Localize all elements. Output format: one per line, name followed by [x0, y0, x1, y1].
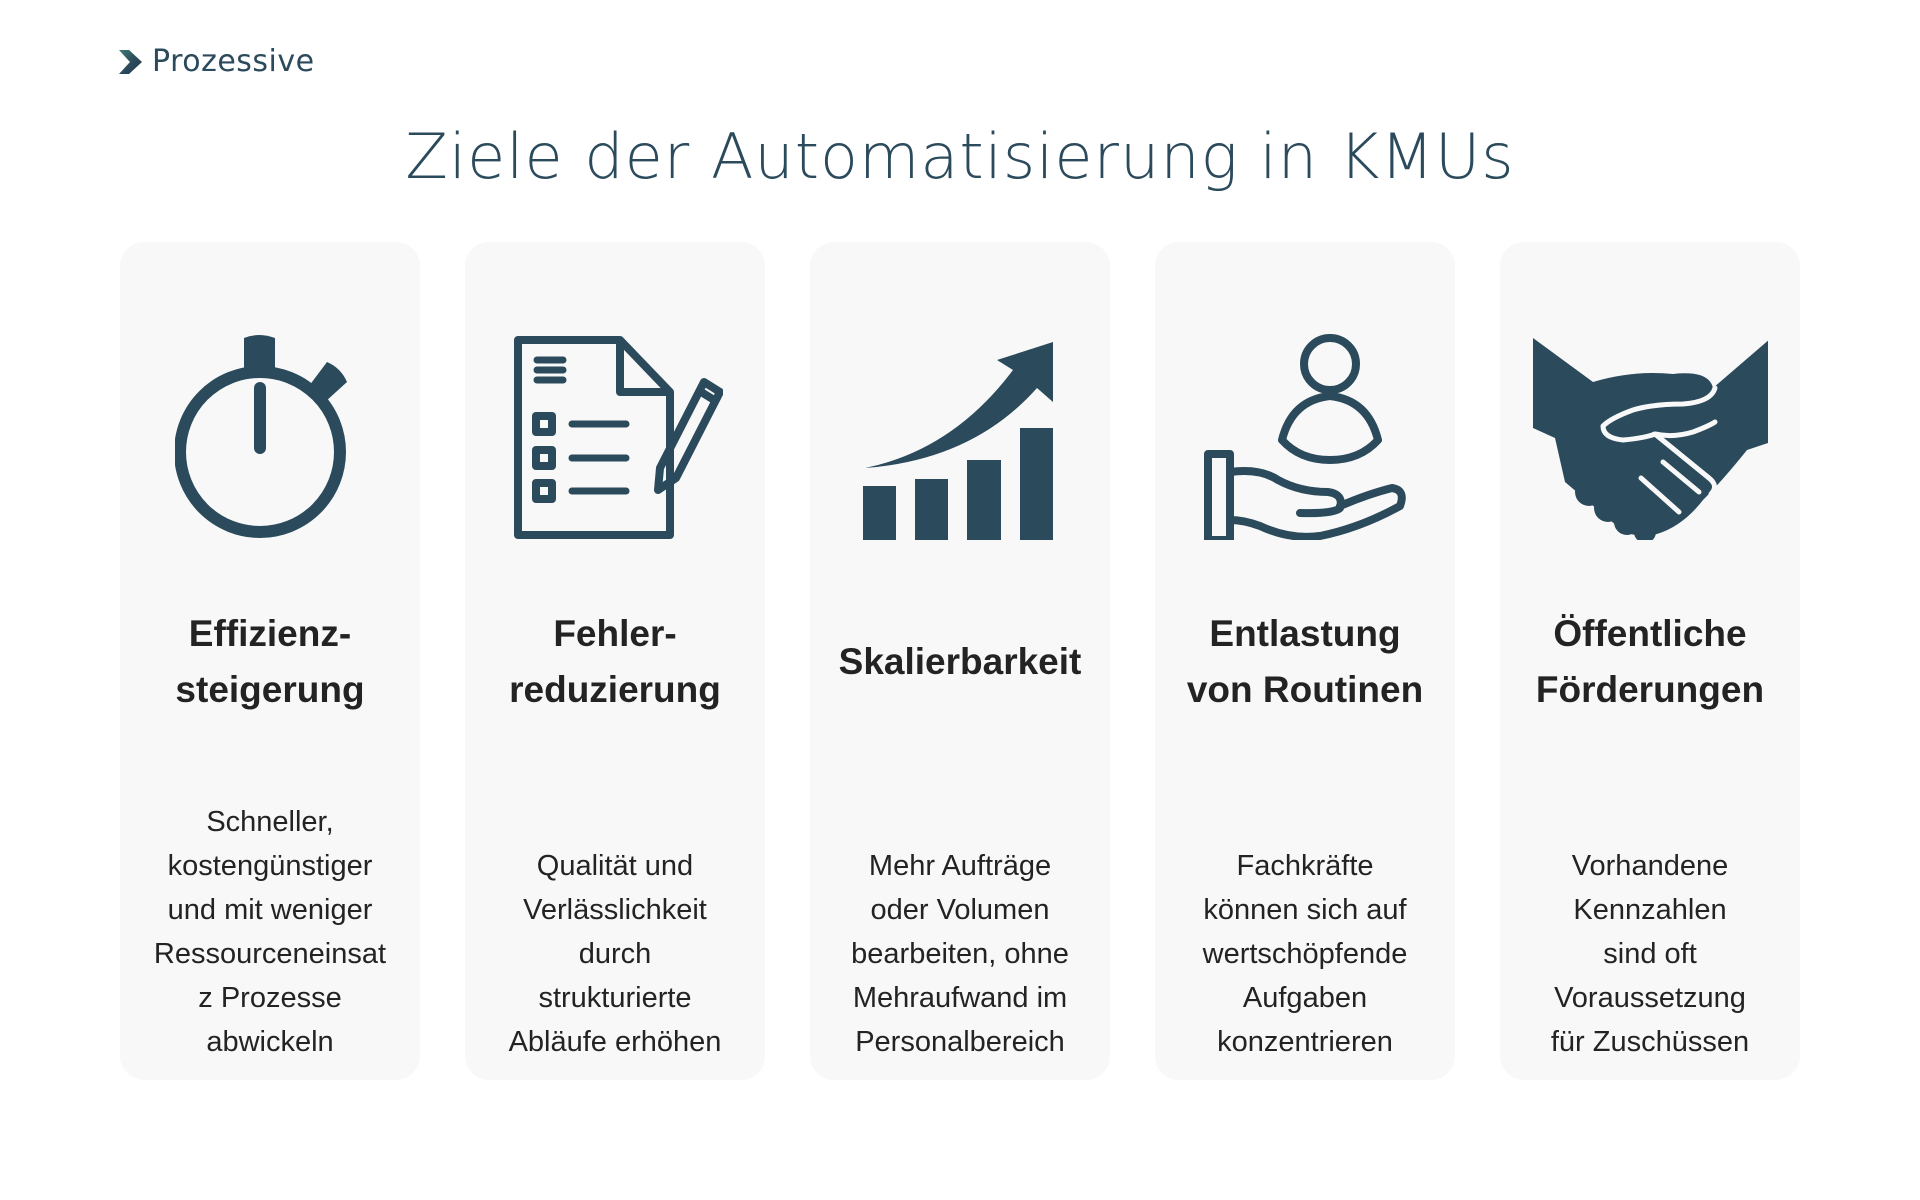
- brand-name: Prozessive: [152, 44, 315, 79]
- goal-card-efficiency: Effizienz- steigerung Schneller, kosteng…: [120, 242, 420, 1080]
- card-heading: Skalierbarkeit: [838, 641, 1082, 682]
- card-description: Schneller, kostengünstiger und mit wenig…: [153, 806, 387, 1058]
- handshake-icon: [1532, 338, 1768, 540]
- checklist-document-pencil-icon: [513, 336, 723, 539]
- chevron-right-logo-icon: [119, 50, 142, 74]
- card-heading: Effizienz- steigerung: [175, 613, 365, 710]
- growth-chart-arrow-icon: [862, 342, 1053, 540]
- card-description: Fachkräfte können sich auf wertschöpfend…: [1202, 850, 1408, 1058]
- stopwatch-icon: [175, 335, 347, 538]
- card-heading: Entlastung von Routinen: [1186, 613, 1424, 710]
- goal-card-public-funding: Öffentliche Förderungen Vorhandene Kennz…: [1500, 242, 1800, 1080]
- card-heading: Öffentliche Förderungen: [1535, 613, 1765, 710]
- card-description: Vorhandene Kennzahlen sind oft Vorausset…: [1550, 850, 1750, 1058]
- card-heading: Fehler- reduzierung: [509, 613, 721, 710]
- goal-card-scalability: Skalierbarkeit Mehr Aufträge oder Volume…: [810, 242, 1110, 1080]
- hand-holding-person-icon: [1204, 334, 1406, 540]
- goal-card-relief-from-routines: Entlastung von Routinen Fachkräfte könne…: [1155, 242, 1455, 1080]
- goal-card-error-reduction: Fehler- reduzierung Qualität und Verläss…: [465, 242, 765, 1080]
- card-description: Mehr Aufträge oder Volumen bearbeiten, o…: [851, 850, 1069, 1058]
- goal-cards: Effizienz- steigerung Schneller, kosteng…: [120, 242, 1800, 1080]
- page-title: Ziele der Automatisierung in KMUs: [405, 120, 1515, 193]
- card-description: Qualität und Verlässlichkeit durch struk…: [508, 850, 722, 1058]
- brand-logo: Prozessive: [118, 44, 315, 80]
